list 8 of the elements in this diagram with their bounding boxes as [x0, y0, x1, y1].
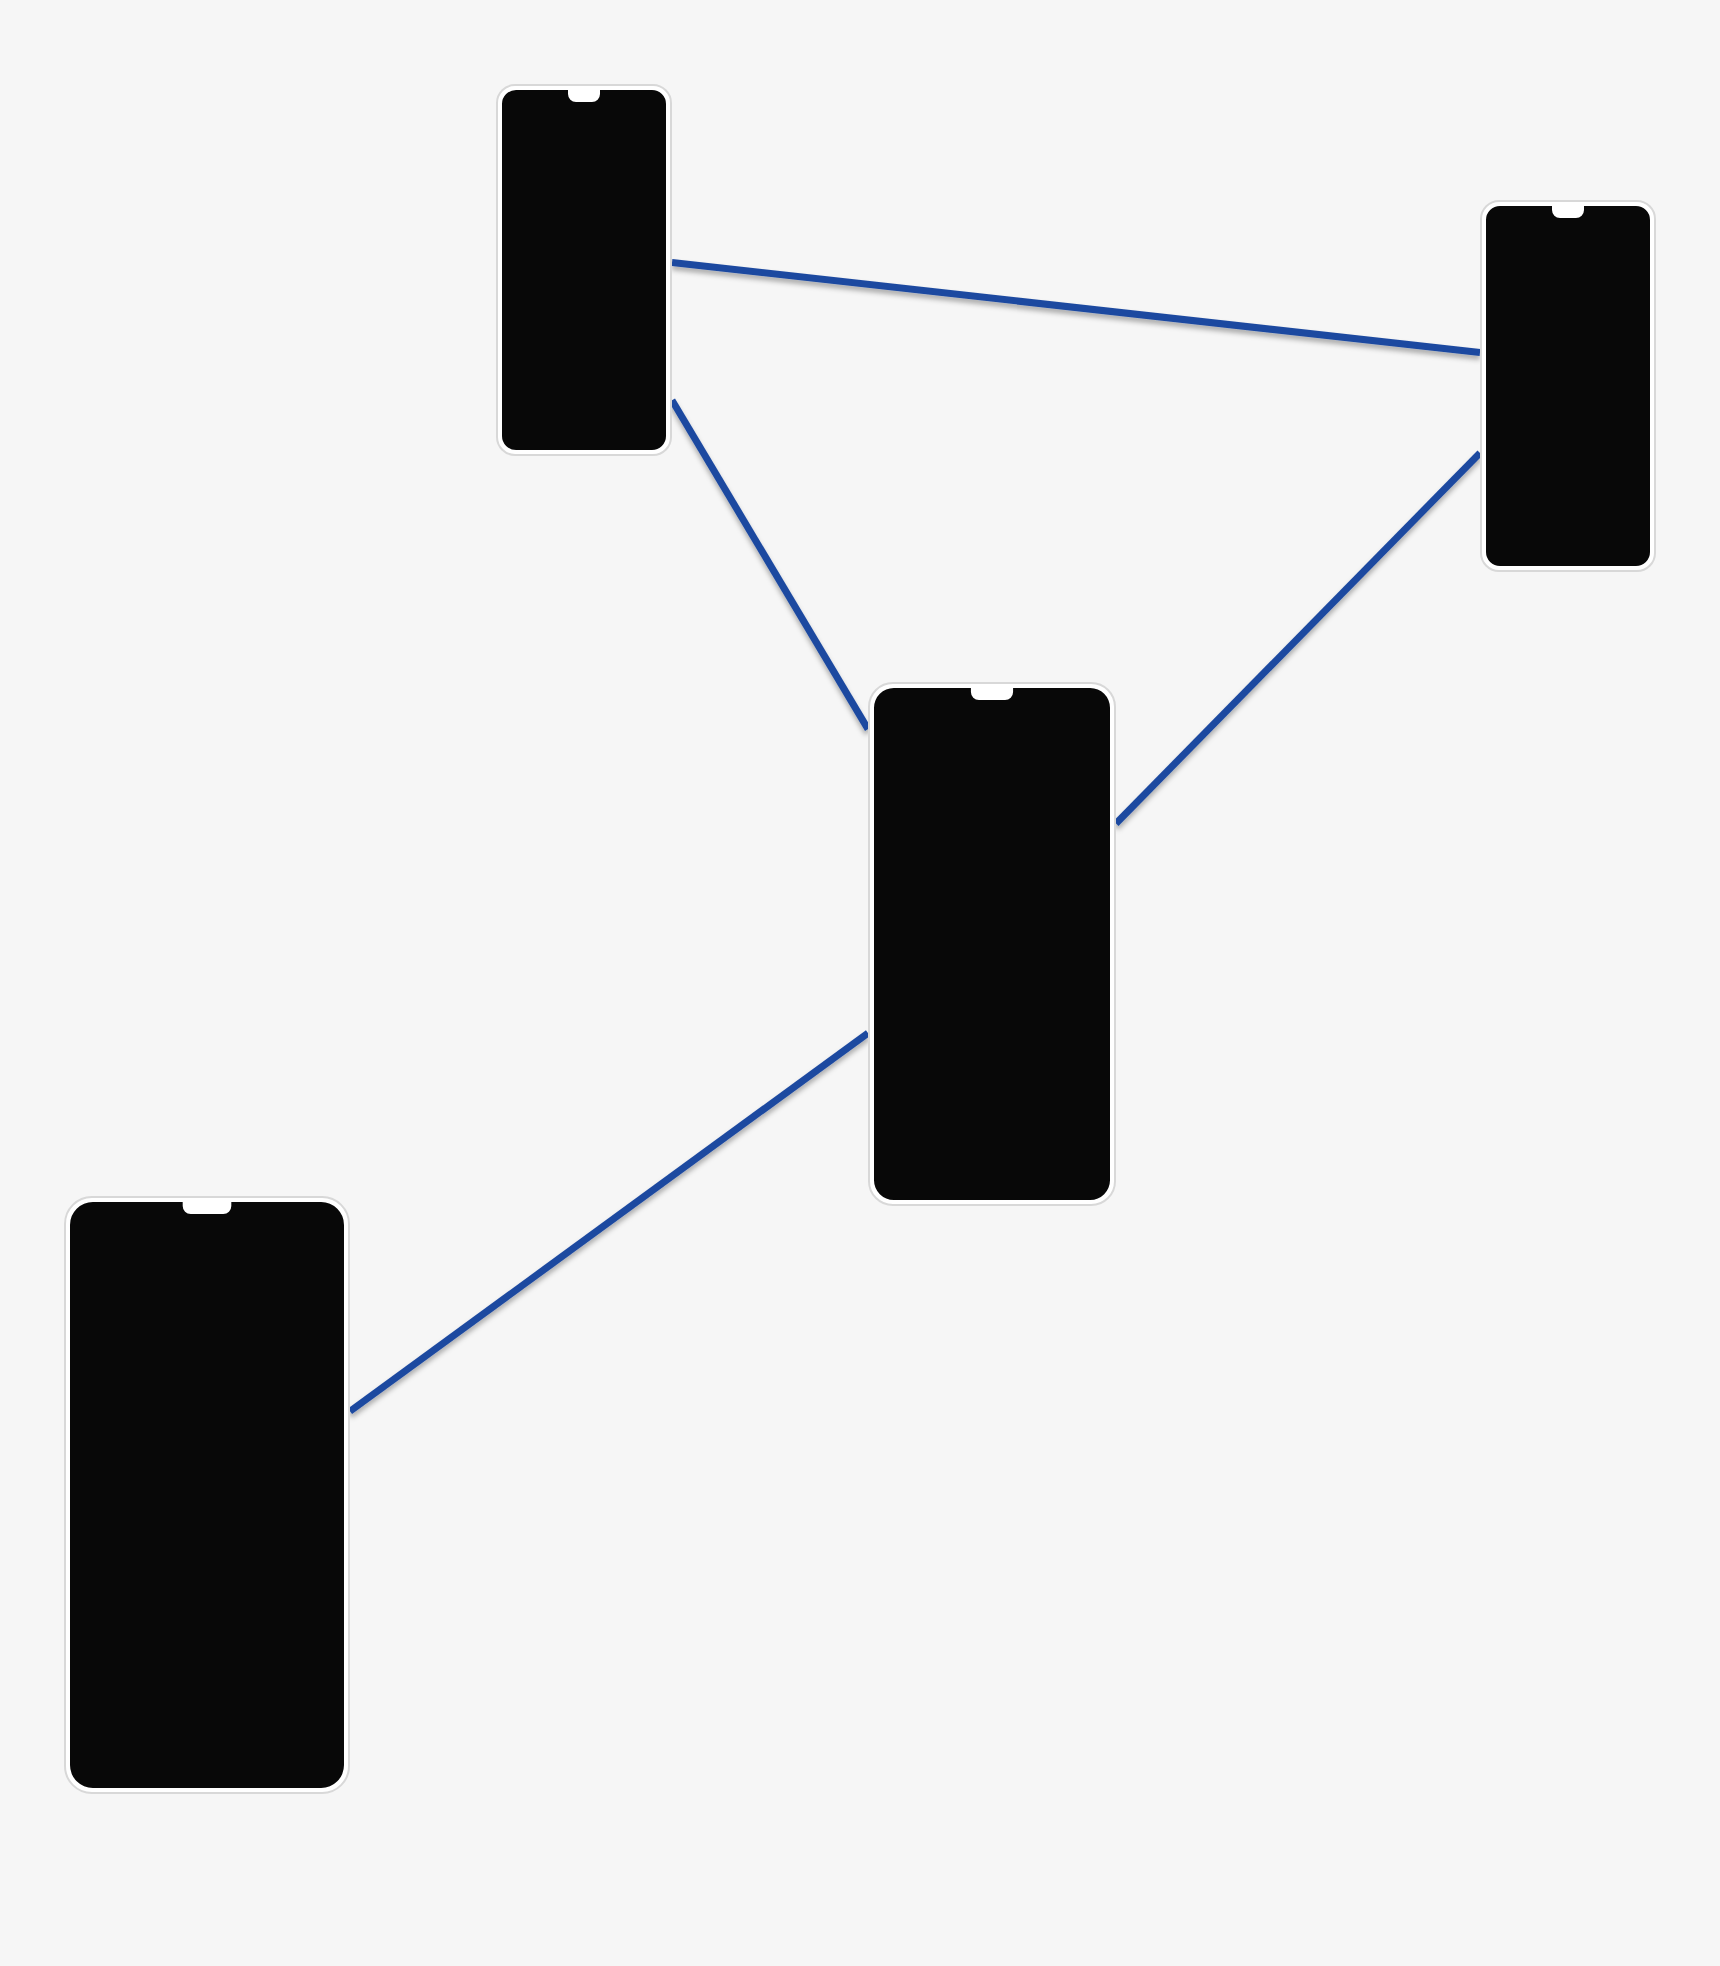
smartphone-icon [868, 682, 1116, 1206]
smartphone-icon [496, 84, 672, 456]
connector-line [1113, 450, 1483, 826]
smartphone-icon [64, 1196, 350, 1794]
smartphone-icon [1480, 200, 1656, 572]
connector-line [669, 398, 871, 731]
connector-line [671, 259, 1481, 356]
connector-line [347, 1030, 871, 1415]
